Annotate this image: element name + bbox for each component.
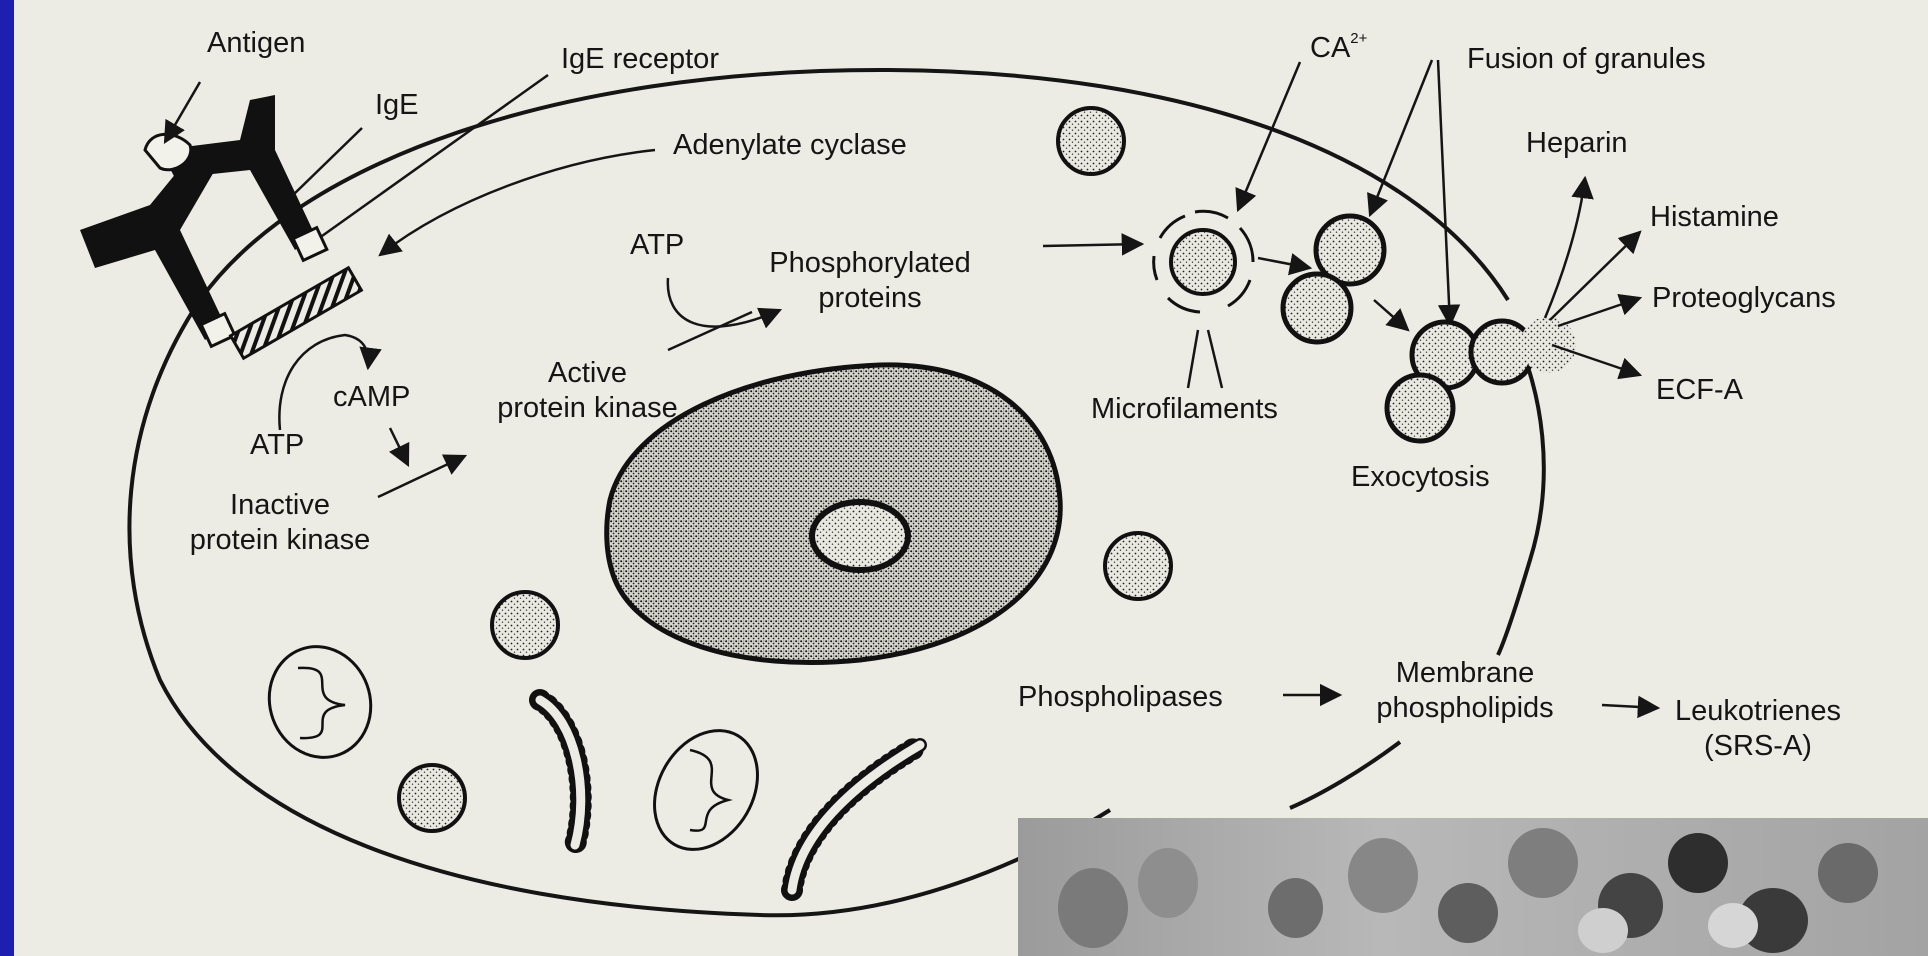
label-adenylate-cyclase: Adenylate cyclase	[673, 128, 907, 163]
label-phosphorylated-proteins: Phosphorylated proteins	[760, 246, 980, 316]
label-inactive-protein-kinase: Inactive protein kinase	[165, 488, 395, 558]
granule-move-arrow	[1258, 258, 1310, 268]
label-fusion-of-granules: Fusion of granules	[1467, 42, 1706, 77]
camp-down-arrow	[390, 428, 408, 465]
exocytosis-granule	[1387, 375, 1453, 441]
antigen-pointer	[165, 82, 200, 142]
label-heparin: Heparin	[1526, 126, 1628, 161]
label-ecf-a: ECF-A	[1656, 373, 1743, 408]
microfilament-pointer	[1208, 330, 1222, 388]
fusion-pointer	[1438, 60, 1450, 325]
label-atp-top: ATP	[630, 228, 684, 263]
label-phospholipases: Phospholipases	[1018, 680, 1223, 715]
granule	[1058, 108, 1124, 174]
histamine-arrow	[1550, 232, 1640, 320]
fused-granule	[1283, 274, 1351, 342]
granule	[399, 765, 465, 831]
label-leukotrienes: Leukotrienes (SRS-A)	[1660, 694, 1856, 764]
released-mediator-cloud	[1520, 317, 1576, 373]
fusion-arrow	[1374, 300, 1408, 330]
label-membrane-phospholipids: Membrane phospholipids	[1340, 656, 1590, 726]
ige-receptor-pointer	[322, 75, 548, 236]
label-microfilaments: Microfilaments	[1091, 392, 1278, 427]
mitochondrion	[634, 712, 778, 868]
granule	[1105, 533, 1171, 599]
proteoglycans-arrow	[1558, 298, 1640, 326]
label-atp-left: ATP	[250, 428, 304, 463]
label-camp: cAMP	[333, 380, 410, 415]
mitochondrion	[254, 632, 386, 771]
microfilament-pointer	[1188, 330, 1198, 388]
heparin-arrow	[1545, 178, 1585, 318]
protein-to-granule-arrow	[1043, 244, 1142, 246]
label-exocytosis: Exocytosis	[1351, 460, 1490, 495]
adenylate-cyclase-block	[231, 268, 362, 359]
label-antigen: Antigen	[207, 26, 305, 61]
cell-membrane-lower	[1290, 742, 1400, 808]
nucleolus	[812, 502, 908, 570]
label-calcium: CA2+	[1310, 30, 1367, 65]
rough-er	[792, 745, 920, 890]
label-active-protein-kinase: Active protein kinase	[470, 356, 705, 426]
ige-pointer	[292, 128, 362, 196]
leukotrienes-arrow	[1602, 705, 1658, 708]
microfilament-granule	[1154, 211, 1253, 312]
label-ige-receptor: IgE receptor	[561, 42, 719, 77]
kinase-to-protein-arrow	[668, 312, 752, 350]
label-proteoglycans: Proteoglycans	[1652, 281, 1836, 316]
granule	[492, 592, 558, 658]
electron-micrograph-inset	[1018, 818, 1928, 956]
label-ige: IgE	[375, 88, 419, 123]
label-histamine: Histamine	[1650, 200, 1779, 235]
